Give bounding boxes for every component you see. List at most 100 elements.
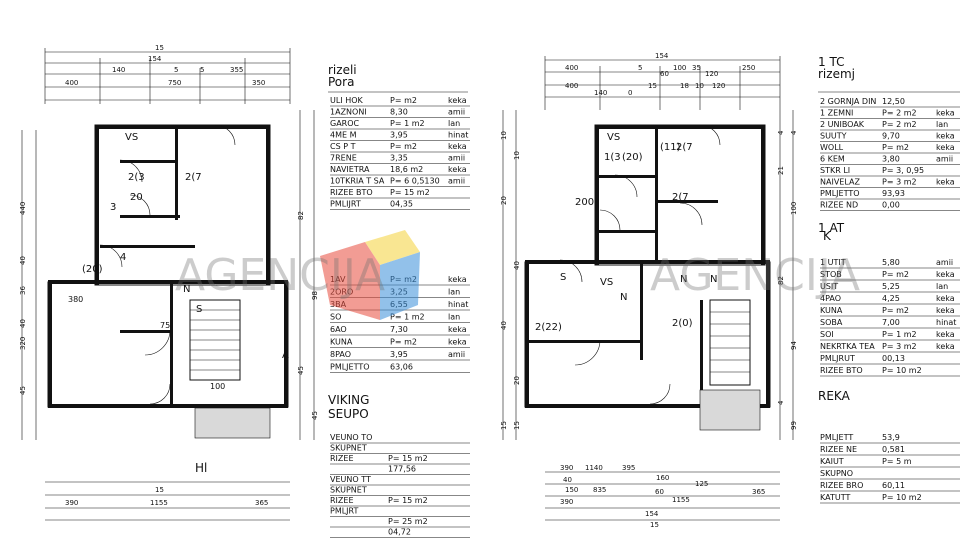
legend-row-name: SKUPNET <box>330 444 367 453</box>
left-dim-top-7: 750 <box>168 79 181 87</box>
legend-row-name: PMLJETT <box>820 433 853 442</box>
right-dim-left-2: 20 <box>500 196 508 205</box>
left-room-4: 3 <box>110 202 116 213</box>
right-room-2: 2(7 <box>676 142 693 153</box>
left-legend: rizeli Pora <box>328 63 468 93</box>
right-dims-bottom: 390 1140 395 40 150 835 390 60 160 125 1… <box>560 464 765 529</box>
right-dim-bottom-5: 835 <box>593 486 606 494</box>
legend-row-name: 6 KEM <box>820 155 845 164</box>
left-room-7: 380 <box>68 295 83 304</box>
right-room-6: 2(7 <box>672 192 689 203</box>
legend-row-name: 2 UNIBOAK <box>820 120 865 129</box>
legend-row-value: 00,13 <box>882 354 905 363</box>
legend-row-value: P= 5 m <box>882 457 912 466</box>
legend-row-finish: keka <box>936 330 955 339</box>
legend-row-finish: lan <box>936 282 948 291</box>
legend-row-finish: lan <box>448 313 460 322</box>
legend-row-name: 4PAO <box>820 294 841 303</box>
left-dim-left-1: 40 <box>19 256 27 265</box>
right-dim-top-1: 400 <box>565 64 578 72</box>
legend-row-value: 177,56 <box>388 465 416 474</box>
left-dim-left-3: 40 <box>19 319 27 328</box>
legend-row-name: PMLJRT <box>330 507 359 516</box>
right-dim-left-1: 10 <box>513 151 521 160</box>
legend-row-name: KATUTT <box>820 493 850 502</box>
legend-row-finish: keka <box>936 132 955 141</box>
legend-row-value: 04,35 <box>390 200 413 209</box>
left-dim-top-1: 154 <box>148 55 162 63</box>
legend-row-name: VEUNO TO <box>330 433 372 442</box>
right-dims-left: 10 10 20 40 40 20 15 15 <box>500 131 521 430</box>
legend-row-finish: amii <box>448 177 465 186</box>
right-dim-top-8: 400 <box>565 82 578 90</box>
legend-row: SKUPNET <box>330 486 470 496</box>
left-dim-bottom-1: 15 <box>155 486 164 494</box>
legend-row: 177,56 <box>330 465 470 475</box>
right-room-7: N <box>710 274 717 285</box>
legend-row-finish: keka <box>448 325 467 334</box>
left-dims-right: 82 98 45 45 <box>297 211 319 420</box>
legend-row-value: P= m2 <box>882 143 909 152</box>
right-room-labels: VS 1(3 2(7 (20) 200 (11) 2(7 N N S N VS … <box>535 132 832 333</box>
right-dim-bottom-4: 150 <box>565 486 578 494</box>
legend-row-finish: keka <box>448 275 467 284</box>
legend-row-finish: keka <box>936 270 955 279</box>
legend-row-name: 1 UTIT <box>820 258 846 267</box>
legend-row-name: RIZEE ND <box>820 201 858 210</box>
right-dim-top-10: 0 <box>628 89 632 97</box>
legend-row-value: 93,93 <box>882 189 905 198</box>
right-dim-bottom-10: 1155 <box>672 496 690 504</box>
legend-row-name: RIZEE BTO <box>820 366 863 375</box>
left-legend-title: rizeli <box>328 63 357 77</box>
right-dim-left-7: 15 <box>513 421 521 430</box>
right-room-11: VS <box>600 277 613 288</box>
left-dim-left-5: 45 <box>19 386 27 395</box>
left-dim-right-0: 82 <box>297 211 305 220</box>
right-floor-plan <box>502 56 794 521</box>
legend-row-name: PMLIJRT <box>330 200 361 209</box>
legend-row-value: 3,35 <box>390 154 408 163</box>
legend-row-finish: keka <box>936 342 955 351</box>
left-room-6: (20) <box>82 264 103 275</box>
legend-row-name: RIZEE BRO <box>820 481 863 490</box>
legend-row-name: RIZEE BTO <box>330 188 373 197</box>
legend-row-name: PMLJETTO <box>330 363 370 372</box>
right-dim-right-3: 100 <box>790 202 798 215</box>
right-dim-left-0: 10 <box>500 131 508 140</box>
left-section-title: VIKING <box>328 393 369 407</box>
legend-row-value: 7,00 <box>882 318 900 327</box>
left-room-9: N <box>183 284 190 295</box>
legend-row-value: P= 2 m2 <box>882 109 917 118</box>
legend-row-value: 18,6 m2 <box>390 165 423 174</box>
right-room-13: 2(0) <box>672 318 693 329</box>
legend-row: VEUNO TO <box>330 433 470 444</box>
legend-row-value: 8,30 <box>390 108 408 117</box>
right-dim-bottom-9: 125 <box>695 480 708 488</box>
legend-row-value: 12,50 <box>882 97 905 106</box>
left-dim-top-6: 400 <box>65 79 78 87</box>
right-dim-bottom-0: 390 <box>560 464 573 472</box>
right-room-8: N <box>680 274 687 285</box>
right-dim-top-13: 10 <box>695 82 704 90</box>
legend-row: PMLIJRT 04,35 <box>330 200 470 210</box>
legend-row-finish: amii <box>448 350 465 359</box>
right-room-10: N <box>620 292 627 303</box>
right-dim-left-4: 40 <box>500 321 508 330</box>
right-dim-bottom-6: 390 <box>560 498 573 506</box>
watermark-cube-right <box>380 252 420 320</box>
legend-row-finish: keka <box>936 306 955 315</box>
legend-row-value: P= 6 0,5130 <box>390 177 440 186</box>
legend-row-name: VEUNO TT <box>330 475 371 484</box>
